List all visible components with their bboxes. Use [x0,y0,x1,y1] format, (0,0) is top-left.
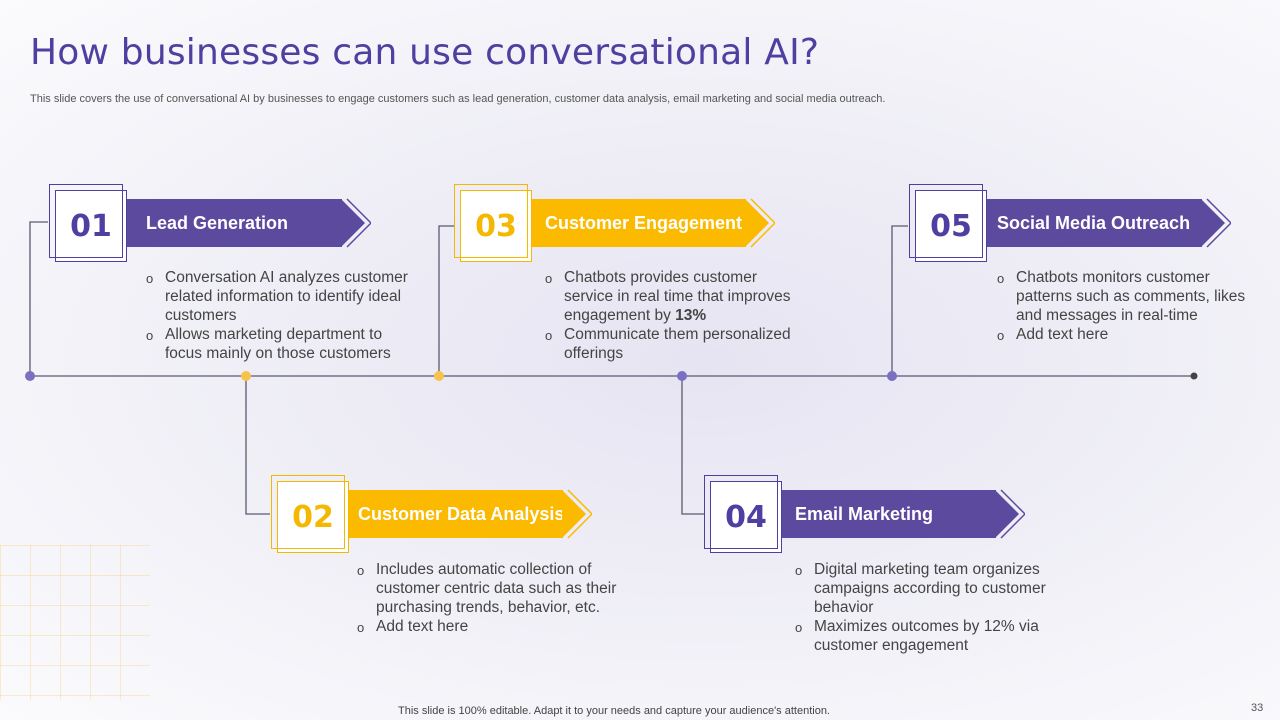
step-04-arrow-icon [995,489,1025,539]
step-02-label: Customer Data Analysis [358,503,565,524]
slide-subtitle: This slide covers the use of conversatio… [30,93,886,105]
step-05-number: 05 [930,208,972,244]
step-02-number-box: 02 [271,475,349,553]
list-item: Digital marketing team organizes campaig… [795,560,1050,617]
step-03-number: 03 [475,208,517,244]
step-03-banner: Customer Engagement [528,198,775,248]
timeline-end-dot [1190,372,1198,380]
step-01-number-box: 01 [49,184,127,262]
step-03-bullets: Chatbots provides customer service in re… [545,268,797,363]
list-item: Allows marketing department to focus mai… [146,325,408,363]
step-05-bullets: Chatbots monitors customer patterns such… [997,268,1259,345]
step-05-arrow-icon [1201,198,1231,248]
list-item: Includes automatic collection of custome… [357,560,627,617]
step-04-bullets: Digital marketing team organizes campaig… [795,560,1050,655]
step-05-label: Social Media Outreach [997,212,1191,233]
step-02-bullets: Includes automatic collection of custome… [357,560,627,637]
step-03-arrow-icon [745,198,775,248]
step-01-arrow-icon [341,198,371,248]
list-item: Maximizes outcomes by 12% via customer e… [795,617,1050,655]
step-05-number-box: 05 [909,184,987,262]
step-04-number-box: 04 [704,475,782,553]
step-01-number: 01 [70,208,112,244]
timeline-dot-03 [434,371,444,381]
step-03-label: Customer Engagement [545,212,743,233]
step-04-label: Email Marketing [795,503,934,524]
timeline-dot-01 [25,371,35,381]
step-04-banner: Email Marketing [778,489,1025,539]
step-04-number: 04 [725,499,767,535]
step-02-banner: Customer Data Analysis [345,489,592,539]
list-item: Add text here [357,617,627,637]
step-05-banner: Social Media Outreach [984,198,1231,248]
timeline-dot-02 [241,371,251,381]
list-item: Communicate them personalized offerings [545,325,797,363]
list-item: Add text here [997,325,1259,345]
timeline-dot-04 [677,371,687,381]
list-item: Conversation AI analyzes customer relate… [146,268,408,325]
page-number: 33 [1251,702,1264,714]
decorative-grid [0,545,150,700]
step-01-label: Lead Generation [146,212,289,233]
step-02-number: 02 [292,499,334,535]
timeline-dot-05 [887,371,897,381]
list-item: Chatbots monitors customer patterns such… [997,268,1259,325]
footer-note: This slide is 100% editable. Adapt it to… [398,705,830,717]
step-03-number-box: 03 [454,184,532,262]
slide-title: How businesses can use conversational AI… [30,32,820,73]
list-item: Chatbots provides customer service in re… [545,268,797,325]
step-01-bullets: Conversation AI analyzes customer relate… [146,268,408,363]
step-02-arrow-icon [562,489,592,539]
step-01-banner: Lead Generation [124,198,371,248]
